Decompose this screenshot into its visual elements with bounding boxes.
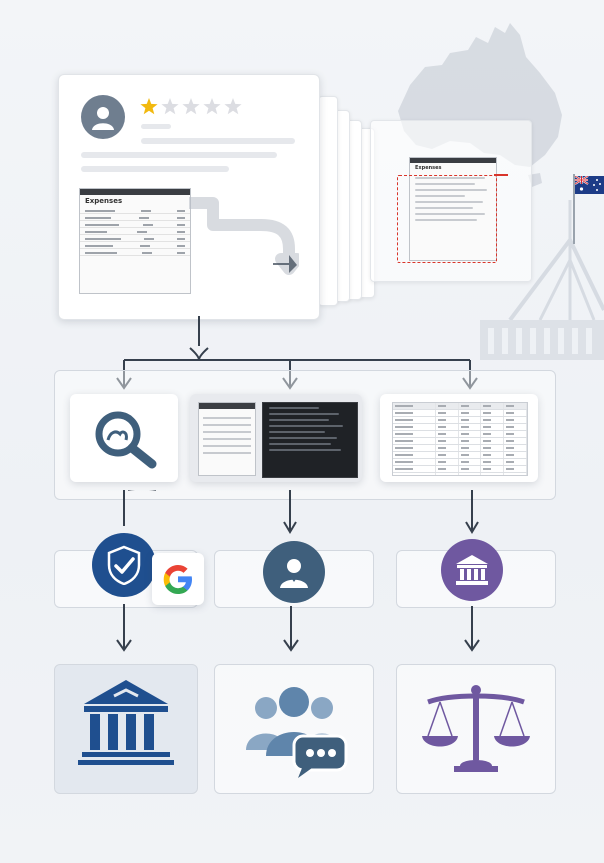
review-records-tile	[190, 394, 362, 482]
bank-building-icon	[78, 680, 174, 765]
star-rating	[139, 97, 243, 117]
spreadsheet-row	[393, 403, 527, 410]
community-outcome-box	[214, 664, 374, 794]
parliament-building-silhouette	[480, 200, 604, 360]
expense-row	[80, 221, 190, 228]
star-empty-icon	[182, 98, 200, 115]
spreadsheet-row	[393, 417, 527, 424]
expenses-doc-title: Expenses	[85, 197, 123, 205]
institution-icon	[456, 555, 488, 585]
spreadsheet-row	[393, 473, 527, 475]
expense-row	[80, 235, 190, 242]
magnifier-icon	[95, 411, 157, 469]
spreadsheet-row	[393, 445, 527, 452]
institution-circle	[441, 539, 503, 601]
evidence-highlight-marker	[494, 174, 508, 176]
spreadsheet-row	[393, 452, 527, 459]
australian-flag-icon	[575, 176, 604, 194]
records-document-dark	[262, 402, 358, 478]
expense-row	[80, 228, 190, 235]
scales-of-justice-icon	[422, 685, 530, 772]
connector-arrow	[189, 197, 299, 275]
avatar	[81, 95, 125, 139]
star-empty-icon	[224, 98, 242, 115]
evidence-document: Expenses	[409, 157, 497, 261]
star-filled-icon	[140, 98, 158, 115]
review-text-placeholder	[141, 124, 171, 129]
person-icon	[92, 107, 114, 130]
people-chat-icon	[246, 687, 348, 778]
expense-row	[80, 207, 190, 214]
review-text-placeholder	[81, 166, 229, 172]
spreadsheet-row	[393, 410, 527, 417]
flag-pole	[573, 174, 575, 244]
expense-row	[80, 214, 190, 221]
person-icon	[280, 559, 308, 588]
spreadsheet-tile	[380, 394, 538, 482]
person-circle	[263, 541, 325, 603]
review-text-placeholder	[81, 152, 277, 158]
flow-connectors-top	[116, 316, 478, 390]
spreadsheet-row	[393, 466, 527, 473]
spreadsheet-row	[393, 424, 527, 431]
flow-connectors-bottom	[116, 604, 480, 652]
records-document-light	[198, 402, 256, 476]
expense-row	[80, 242, 190, 249]
expenses-document: Expenses	[79, 188, 191, 294]
google-badge	[152, 553, 204, 605]
review-card: Expenses	[58, 74, 320, 320]
star-empty-icon	[203, 98, 221, 115]
evidence-doc-title: Expenses	[415, 165, 442, 171]
shield-check-icon	[107, 545, 141, 585]
spreadsheet-row	[393, 438, 527, 445]
google-g-icon	[163, 565, 192, 594]
spreadsheet-row	[393, 431, 527, 438]
evidence-highlight-box	[397, 175, 497, 263]
search-tile	[70, 394, 178, 482]
review-text-placeholder	[141, 138, 295, 144]
stacked-page	[318, 96, 338, 306]
flow-connectors-middle	[123, 490, 479, 534]
spreadsheet-row	[393, 459, 527, 466]
shield-circle	[92, 533, 156, 597]
star-empty-icon	[161, 98, 179, 115]
spreadsheet-document	[392, 402, 528, 476]
expense-row	[80, 249, 190, 256]
